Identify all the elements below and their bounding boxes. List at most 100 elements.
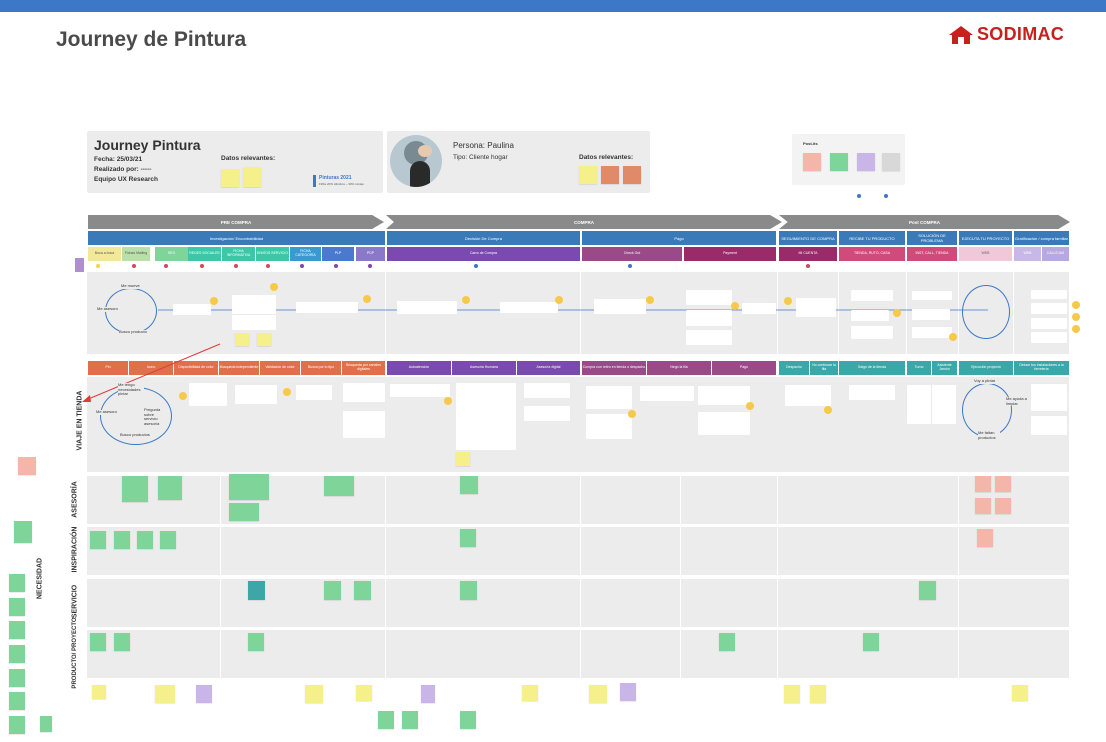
sticky-note[interactable]	[975, 498, 991, 514]
sticky-note[interactable]	[9, 716, 25, 734]
sticky-note[interactable]	[9, 574, 25, 592]
sticky-note[interactable]	[857, 153, 875, 171]
sticky-note[interactable]	[155, 685, 175, 703]
sticky-note[interactable]	[456, 452, 470, 466]
sticky-note[interactable]	[257, 333, 271, 346]
sticky-note[interactable]	[92, 685, 106, 699]
journey-note[interactable]	[1031, 290, 1067, 299]
journey-note[interactable]	[1031, 332, 1067, 343]
journey-note[interactable]	[907, 385, 931, 424]
journey-note[interactable]	[785, 385, 831, 406]
journey-note[interactable]	[1031, 318, 1067, 329]
journey-note[interactable]	[851, 310, 889, 321]
journey-note[interactable]	[849, 385, 895, 400]
sticky-note[interactable]	[9, 669, 25, 687]
sticky-note[interactable]	[977, 529, 993, 547]
journey-note[interactable]	[232, 295, 276, 314]
journey-note[interactable]	[796, 298, 836, 317]
sticky-note[interactable]	[460, 711, 476, 729]
journey-note[interactable]	[686, 310, 732, 326]
journey-note[interactable]	[640, 386, 694, 401]
sticky-note[interactable]	[40, 716, 52, 732]
sticky-note[interactable]	[324, 581, 341, 600]
sticky-note[interactable]	[9, 621, 25, 639]
sticky-note[interactable]	[784, 685, 800, 703]
journey-note[interactable]	[586, 386, 632, 409]
sticky-note[interactable]	[354, 581, 371, 600]
journey-note[interactable]	[912, 309, 950, 320]
journey-note[interactable]	[397, 301, 457, 314]
journey-note[interactable]	[390, 384, 450, 397]
sticky-note[interactable]	[995, 476, 1011, 492]
sticky-note[interactable]	[919, 581, 936, 600]
journey-note[interactable]	[1031, 384, 1067, 411]
journey-note[interactable]	[594, 299, 646, 314]
journey-note[interactable]	[232, 315, 276, 330]
journey-note[interactable]	[742, 303, 776, 314]
journey-note[interactable]	[343, 383, 385, 402]
journey-note[interactable]	[586, 414, 632, 439]
journey-note[interactable]	[1031, 303, 1067, 314]
sticky-note[interactable]	[9, 598, 25, 616]
journey-note[interactable]	[698, 386, 750, 405]
sticky-note[interactable]	[460, 581, 477, 600]
sticky-note[interactable]	[620, 683, 636, 701]
sticky-note[interactable]	[522, 685, 538, 701]
sticky-note[interactable]	[830, 153, 848, 171]
sticky-note[interactable]	[803, 153, 821, 171]
sticky-note[interactable]	[810, 685, 826, 703]
sticky-note[interactable]	[421, 685, 435, 703]
sticky-note[interactable]	[601, 166, 619, 184]
journey-note[interactable]	[932, 385, 956, 424]
sticky-note[interactable]	[229, 503, 259, 521]
journey-note[interactable]	[698, 412, 750, 435]
sticky-note[interactable]	[9, 692, 25, 710]
sticky-note[interactable]	[623, 166, 641, 184]
sticky-note[interactable]	[196, 685, 212, 703]
journey-note[interactable]	[524, 383, 570, 398]
sticky-note[interactable]	[324, 476, 354, 496]
journey-note[interactable]	[456, 383, 516, 450]
sticky-note[interactable]	[114, 531, 130, 549]
sticky-note[interactable]	[158, 476, 182, 500]
sticky-note[interactable]	[248, 581, 265, 600]
journey-note[interactable]	[686, 330, 732, 345]
sticky-note[interactable]	[160, 531, 176, 549]
sticky-note[interactable]	[1012, 685, 1028, 701]
sticky-note[interactable]	[402, 711, 418, 729]
sticky-note[interactable]	[14, 521, 32, 543]
journey-note[interactable]	[1031, 416, 1067, 435]
journey-note[interactable]	[189, 383, 227, 406]
journey-note[interactable]	[851, 326, 893, 339]
sticky-note[interactable]	[243, 167, 261, 187]
sticky-note[interactable]	[882, 153, 900, 171]
sticky-note[interactable]	[719, 633, 735, 651]
sticky-note[interactable]	[114, 633, 130, 651]
sticky-note[interactable]	[90, 633, 106, 651]
sticky-note[interactable]	[356, 685, 372, 701]
sticky-note[interactable]	[235, 333, 249, 346]
sticky-note[interactable]	[975, 476, 991, 492]
sticky-note[interactable]	[122, 476, 148, 502]
sticky-note[interactable]	[378, 711, 394, 729]
journey-note[interactable]	[343, 411, 385, 438]
journey-note[interactable]	[235, 385, 277, 404]
journey-note[interactable]	[851, 290, 893, 301]
sticky-note[interactable]	[229, 474, 269, 500]
sticky-note[interactable]	[460, 476, 478, 494]
journey-note[interactable]	[524, 406, 570, 421]
journey-note[interactable]	[912, 327, 952, 338]
sticky-note[interactable]	[863, 633, 879, 651]
journey-note[interactable]	[912, 291, 952, 300]
journey-note[interactable]	[686, 290, 732, 305]
sticky-note[interactable]	[18, 457, 36, 475]
sticky-note[interactable]	[460, 529, 476, 547]
sticky-note[interactable]	[589, 685, 607, 703]
sticky-note[interactable]	[221, 169, 239, 187]
journey-note[interactable]	[296, 302, 358, 313]
sticky-note[interactable]	[579, 166, 597, 184]
sticky-note[interactable]	[995, 498, 1011, 514]
sticky-note[interactable]	[90, 531, 106, 549]
sticky-note[interactable]	[248, 633, 264, 651]
sticky-note[interactable]	[9, 645, 25, 663]
